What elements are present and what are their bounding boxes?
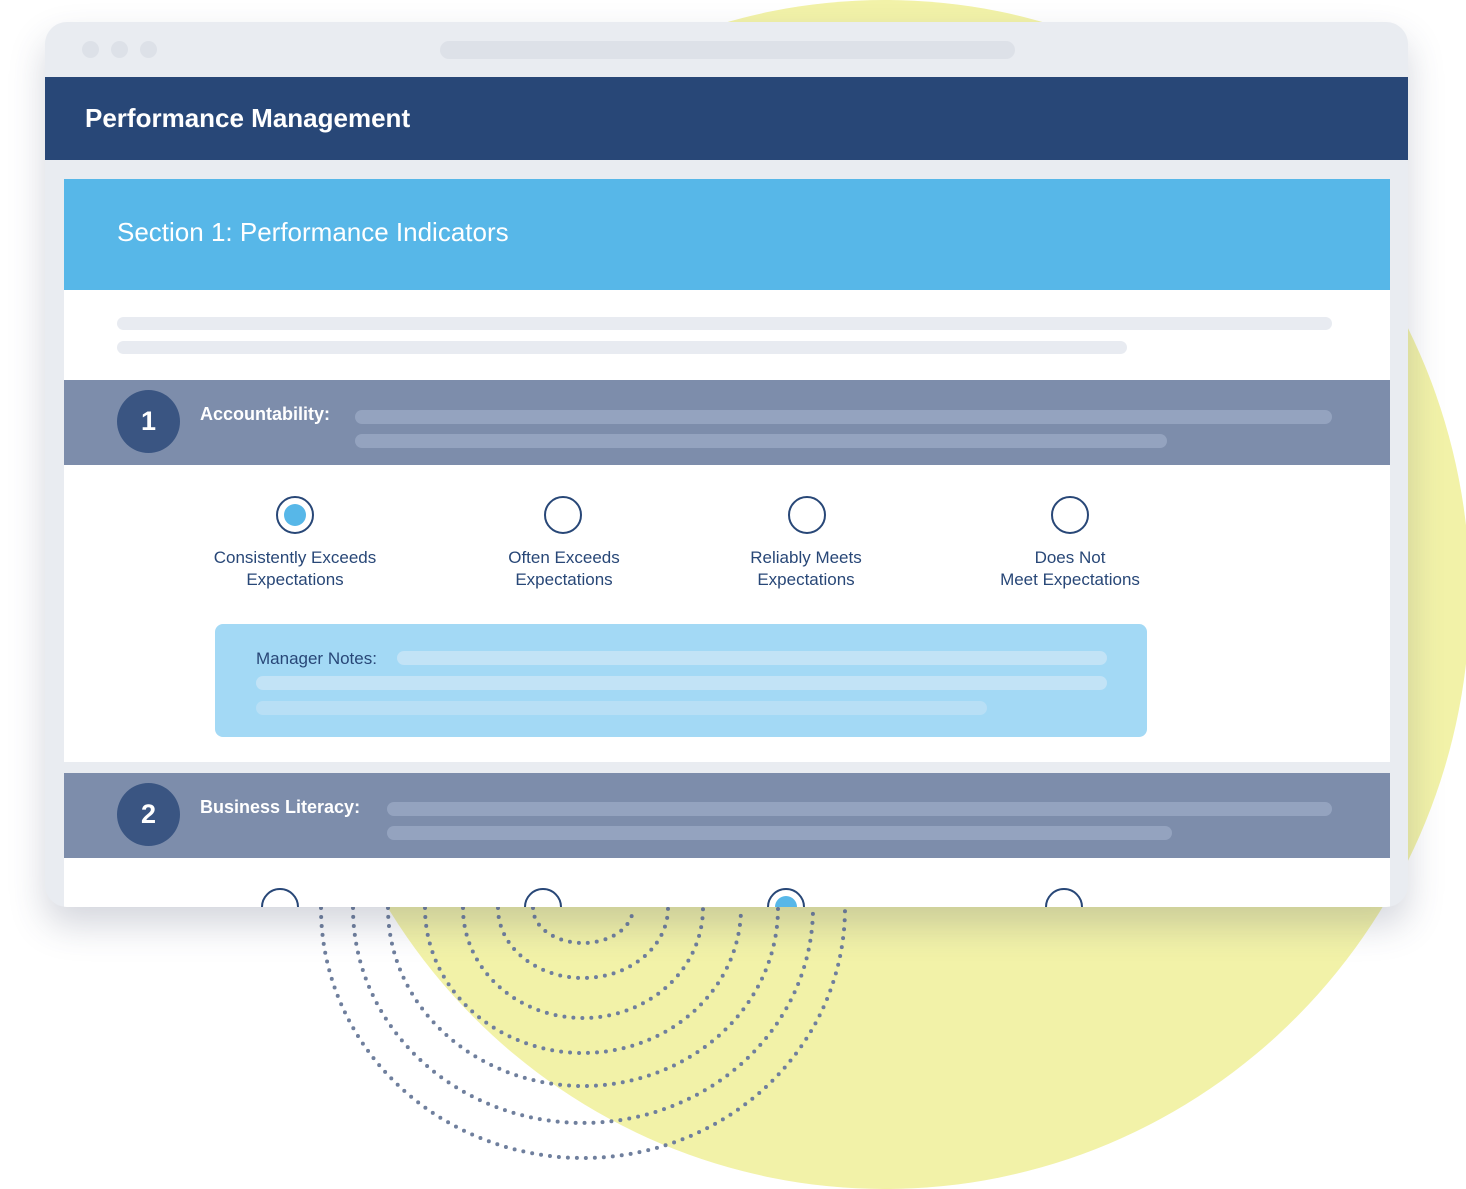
- rating-radio-consistently-exceeds[interactable]: [261, 888, 299, 907]
- indicator-bar-business-literacy: 2 Business Literacy:: [64, 773, 1390, 858]
- manager-notes-box[interactable]: Manager Notes:: [215, 624, 1147, 737]
- rating-radio-reliably-meets[interactable]: [788, 496, 826, 534]
- section-divider: [64, 762, 1390, 773]
- window-control-dot[interactable]: [82, 41, 99, 58]
- address-bar[interactable]: [440, 41, 1015, 59]
- notes-placeholder-line: [256, 701, 987, 715]
- rating-radio-reliably-meets[interactable]: [767, 888, 805, 907]
- browser-window: Performance Management Section 1: Perfor…: [45, 22, 1408, 907]
- indicator-label: Business Literacy:: [200, 797, 361, 817]
- section-header: Section 1: Performance Indicators: [64, 179, 1390, 290]
- rating-radio-does-not-meet[interactable]: [1051, 496, 1089, 534]
- indicator-description-placeholder: [387, 802, 1332, 816]
- window-titlebar: [45, 22, 1408, 77]
- rating-option-label: Reliably Meets Expectations: [750, 548, 862, 589]
- rating-radio-consistently-exceeds[interactable]: [276, 496, 314, 534]
- indicator-bar-accountability: 1 Accountability:: [64, 380, 1390, 465]
- notes-placeholder-line: [397, 651, 1107, 665]
- window-control-dot[interactable]: [140, 41, 157, 58]
- rating-option-label: Often Exceeds Expectations: [508, 548, 620, 589]
- rating-radio-often-exceeds[interactable]: [524, 888, 562, 907]
- rating-option-label: Does Not Meet Expectations: [1000, 548, 1140, 589]
- indicator-number-badge: 1: [117, 390, 180, 453]
- description-placeholder-line: [117, 341, 1127, 354]
- indicator-description-placeholder: [355, 434, 1167, 448]
- indicator-number-badge: 2: [117, 783, 180, 846]
- rating-option-label: Consistently Exceeds Expectations: [213, 548, 377, 589]
- indicator-description-placeholder: [355, 410, 1332, 424]
- rating-radio-often-exceeds[interactable]: [544, 496, 582, 534]
- app-header: Performance Management: [45, 77, 1408, 160]
- rating-radio-does-not-meet[interactable]: [1045, 888, 1083, 907]
- window-control-dot[interactable]: [111, 41, 128, 58]
- app-title: Performance Management: [85, 103, 411, 133]
- indicator-label: Accountability:: [200, 404, 331, 424]
- indicator-description-placeholder: [387, 826, 1172, 840]
- description-placeholder-line: [117, 317, 1332, 330]
- notes-placeholder-line: [256, 676, 1107, 690]
- section-title: Section 1: Performance Indicators: [117, 217, 509, 247]
- manager-notes-label: Manager Notes:: [256, 649, 377, 668]
- form-content: Section 1: Performance Indicators 1 Acco…: [64, 179, 1390, 907]
